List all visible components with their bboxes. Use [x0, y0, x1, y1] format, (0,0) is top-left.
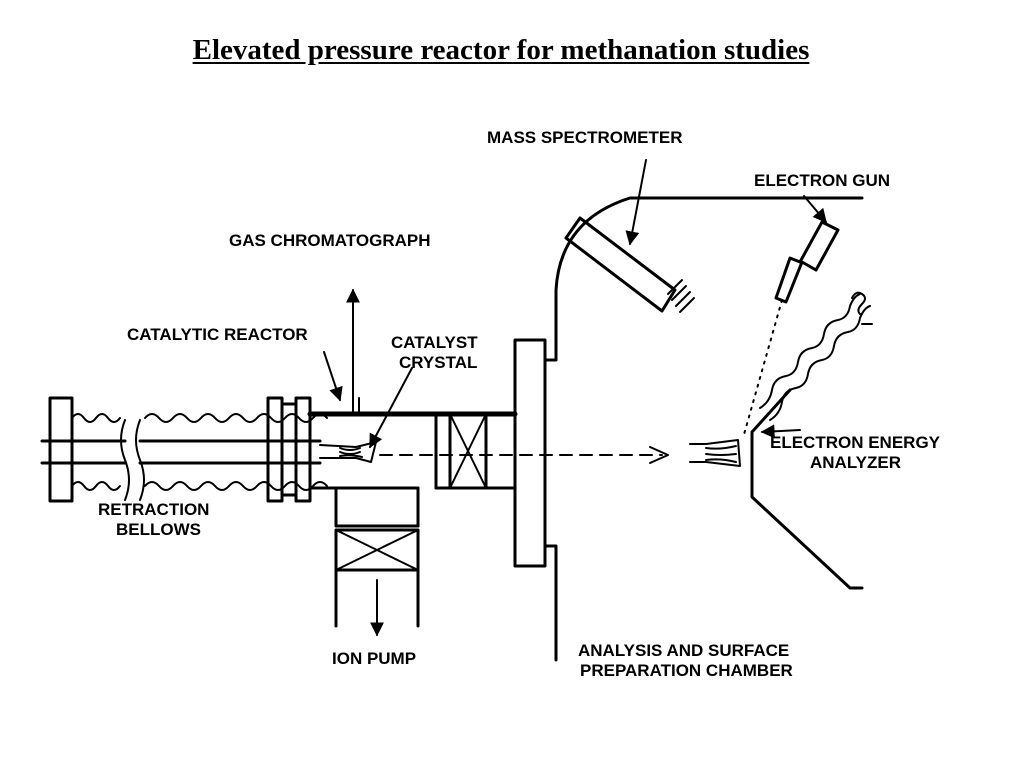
catalytic-reactor — [307, 411, 518, 528]
label-catalyst-crystal-line1: CATALYST — [391, 333, 478, 352]
retraction-bellows — [40, 396, 328, 503]
label-ion-pump: ION PUMP — [332, 649, 416, 668]
flange — [266, 396, 312, 503]
electron-energy-analyzer — [759, 291, 873, 421]
label-electron-energy-analyzer-line2: ANALYZER — [810, 453, 901, 472]
mass-spectrometer — [564, 216, 695, 313]
electron-gun-leader — [803, 195, 827, 224]
catalyst-crystal-leader — [369, 367, 413, 449]
label-electron-gun: ELECTRON GUN — [754, 171, 890, 190]
analysis-chamber — [513, 196, 864, 662]
sample-holder — [689, 439, 741, 467]
label-chamber-line2: PREPARATION CHAMBER — [580, 661, 793, 680]
analyzer-leader — [760, 424, 801, 439]
gas-chromatograph-outlet — [346, 288, 360, 415]
ion-pump — [334, 528, 420, 637]
label-catalytic-reactor: CATALYTIC REACTOR — [127, 325, 308, 344]
page-title: Elevated pressure reactor for methanatio… — [192, 34, 810, 66]
label-catalyst-crystal-line2: CRYSTAL — [399, 353, 477, 372]
label-mass-spectrometer: MASS SPECTROMETER — [487, 128, 683, 147]
label-electron-energy-analyzer-line1: ELECTRON ENERGY — [770, 433, 941, 452]
label-gas-chromatograph: GAS CHROMATOGRAPH — [229, 231, 431, 250]
mass-spectrometer-leader — [625, 159, 647, 246]
label-retraction-bellows-line1: RETRACTION — [98, 500, 209, 519]
label-chamber-line1: ANALYSIS AND SURFACE — [578, 641, 789, 660]
catalytic-reactor-leader — [323, 351, 343, 402]
electron-gun — [742, 220, 840, 439]
transfer-arrowhead — [649, 446, 669, 464]
label-retraction-bellows-line2: BELLOWS — [116, 520, 201, 539]
